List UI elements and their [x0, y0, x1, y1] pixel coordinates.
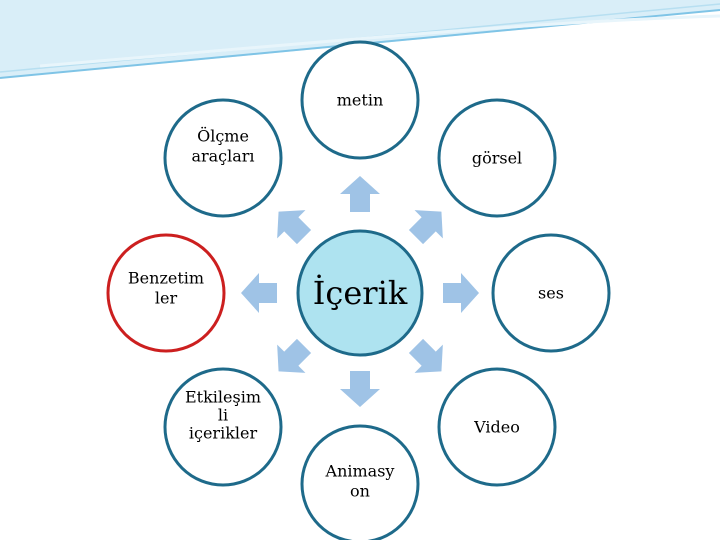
node-ses-circle	[491, 233, 611, 353]
decorative-header	[0, 0, 720, 79]
node-benzetimler-label: ler	[155, 289, 178, 308]
center-node-circle	[296, 229, 424, 357]
node-video-label: Video	[473, 418, 520, 437]
arrow-to-olcme	[277, 210, 312, 245]
node-benzetimler-circle	[106, 233, 226, 353]
node-etkilesimli-label: li	[218, 406, 228, 425]
arrow-to-animasyon	[340, 371, 380, 407]
arrow-to-video	[408, 338, 443, 373]
node-animasyon-label: on	[350, 482, 370, 501]
node-olcme-label: araçları	[191, 147, 254, 166]
center-node-label: İçerik	[313, 274, 408, 312]
node-etkilesimli-circle	[163, 367, 283, 487]
node-etkilesimli-label: içerikler	[189, 424, 258, 443]
node-video-circle	[437, 367, 557, 487]
arrow-to-etkilesimli	[277, 338, 312, 373]
node-gorsel-circle	[437, 98, 557, 218]
node-animasyon-circle	[300, 424, 420, 540]
arrow-to-metin	[340, 176, 380, 212]
node-gorsel-label: görsel	[472, 149, 522, 168]
node-metin-label: metin	[337, 91, 384, 110]
arrow-to-gorsel	[408, 210, 443, 245]
node-etkilesimli-label: Etkileşim	[185, 388, 261, 407]
node-olcme-label: Ölçme	[197, 126, 249, 146]
node-ses-label: ses	[538, 284, 564, 303]
node-metin-circle	[300, 40, 420, 160]
arrow-to-benzetimler	[241, 273, 277, 313]
node-benzetimler-label: Benzetim	[128, 269, 204, 288]
arrow-to-ses	[443, 273, 479, 313]
node-olcme-circle	[163, 98, 283, 218]
node-animasyon-label: Animasy	[325, 462, 395, 481]
